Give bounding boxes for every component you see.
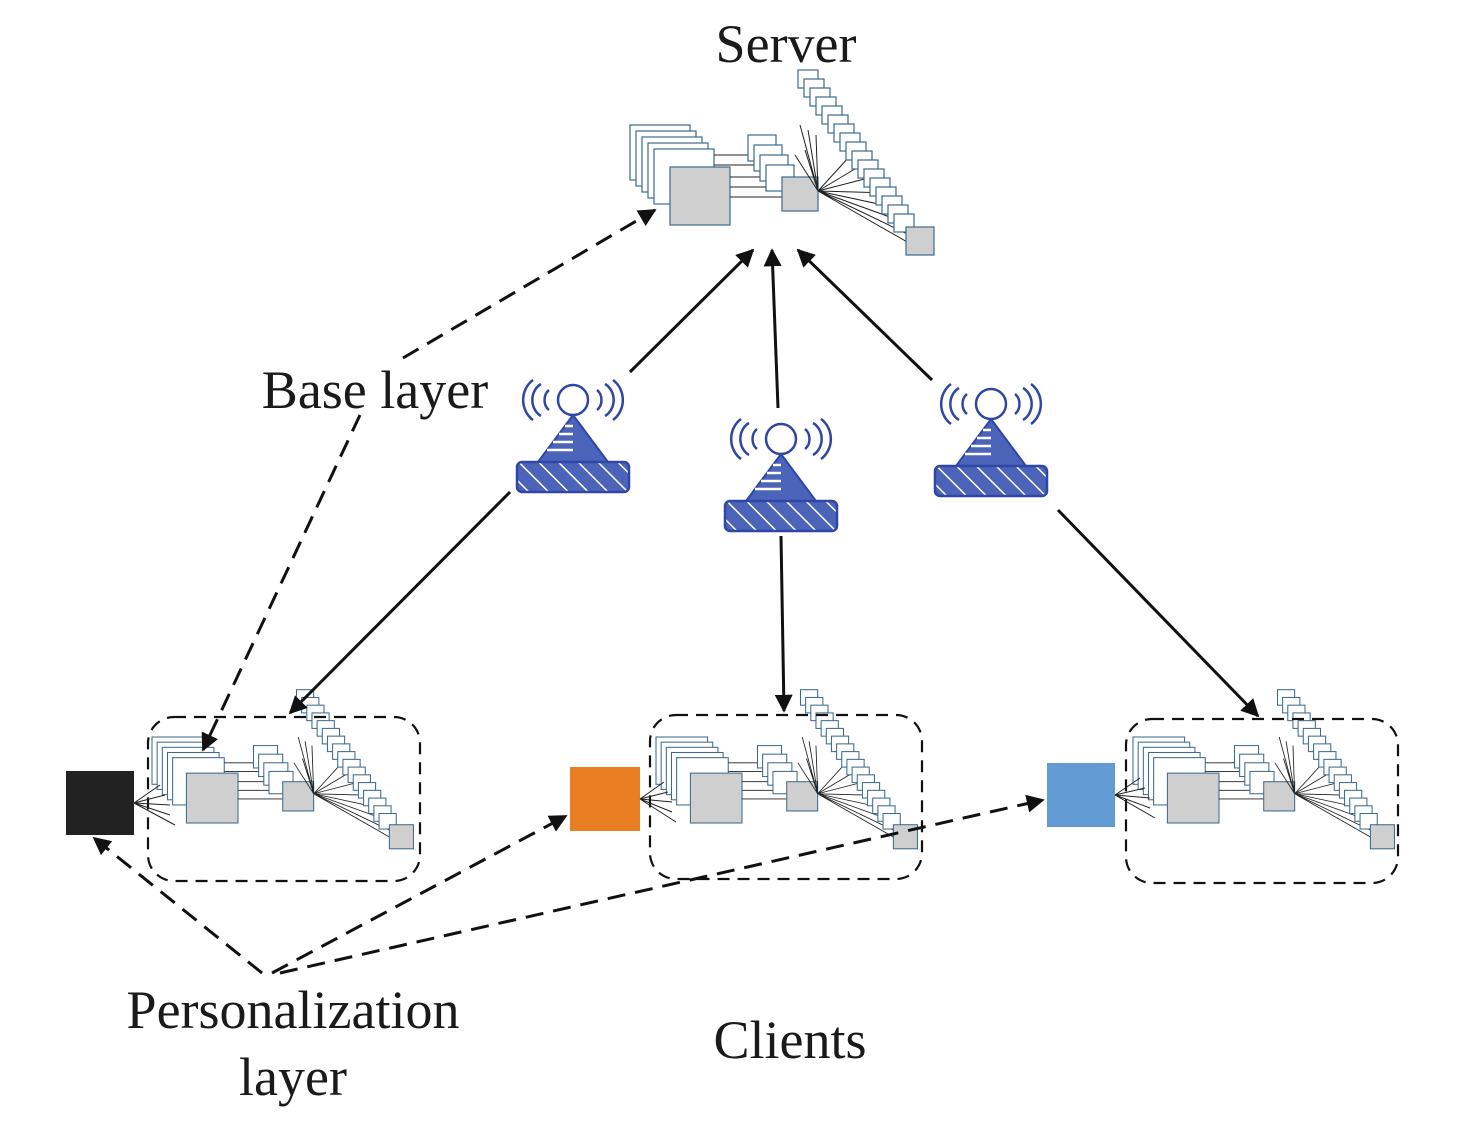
- wireless-tower-icon: [723, 417, 839, 533]
- tower-3: [933, 382, 1049, 498]
- personal-arrow-to-blue: [279, 794, 1045, 975]
- client-network-1: [151, 689, 414, 850]
- client-network-2: [655, 689, 918, 850]
- client-network-3: [1132, 689, 1395, 850]
- tower-2: [723, 417, 839, 533]
- base-layer-arrow-to-client: [201, 414, 362, 752]
- server-network: [629, 69, 935, 256]
- tower-1: [515, 378, 631, 494]
- base-layer-label: Base layer: [262, 360, 488, 420]
- arrow-tower1-to-client1: [288, 490, 512, 715]
- wireless-tower-icon: [933, 382, 1049, 498]
- clients-label: Clients: [713, 1010, 866, 1070]
- server-label: Server: [716, 14, 857, 74]
- personalization-square-orange: [570, 767, 640, 831]
- base-layer-arrow-to-server: [402, 208, 657, 360]
- cnn-network-icon: [629, 69, 935, 256]
- arrow-tower1-to-server: [628, 248, 755, 374]
- personalization-label-line1: Personalization: [127, 980, 460, 1040]
- personalization-square-blue: [1047, 763, 1115, 827]
- personal-arrow-to-orange: [271, 814, 568, 975]
- arrow-tower3-to-client3: [1056, 508, 1260, 718]
- cnn-network-icon: [1132, 689, 1395, 850]
- arrow-tower2-to-client2: [774, 535, 793, 713]
- arrow-tower2-to-server: [763, 248, 782, 409]
- cnn-network-icon: [151, 689, 414, 850]
- arrow-tower3-to-server: [796, 248, 934, 382]
- cnn-network-icon: [655, 689, 918, 850]
- personal-links: [133, 777, 1156, 826]
- personalization-square-black: [66, 771, 134, 835]
- personalization-label-line2: layer: [239, 1047, 347, 1107]
- personal-arrow-to-black: [92, 836, 263, 975]
- wireless-tower-icon: [515, 378, 631, 494]
